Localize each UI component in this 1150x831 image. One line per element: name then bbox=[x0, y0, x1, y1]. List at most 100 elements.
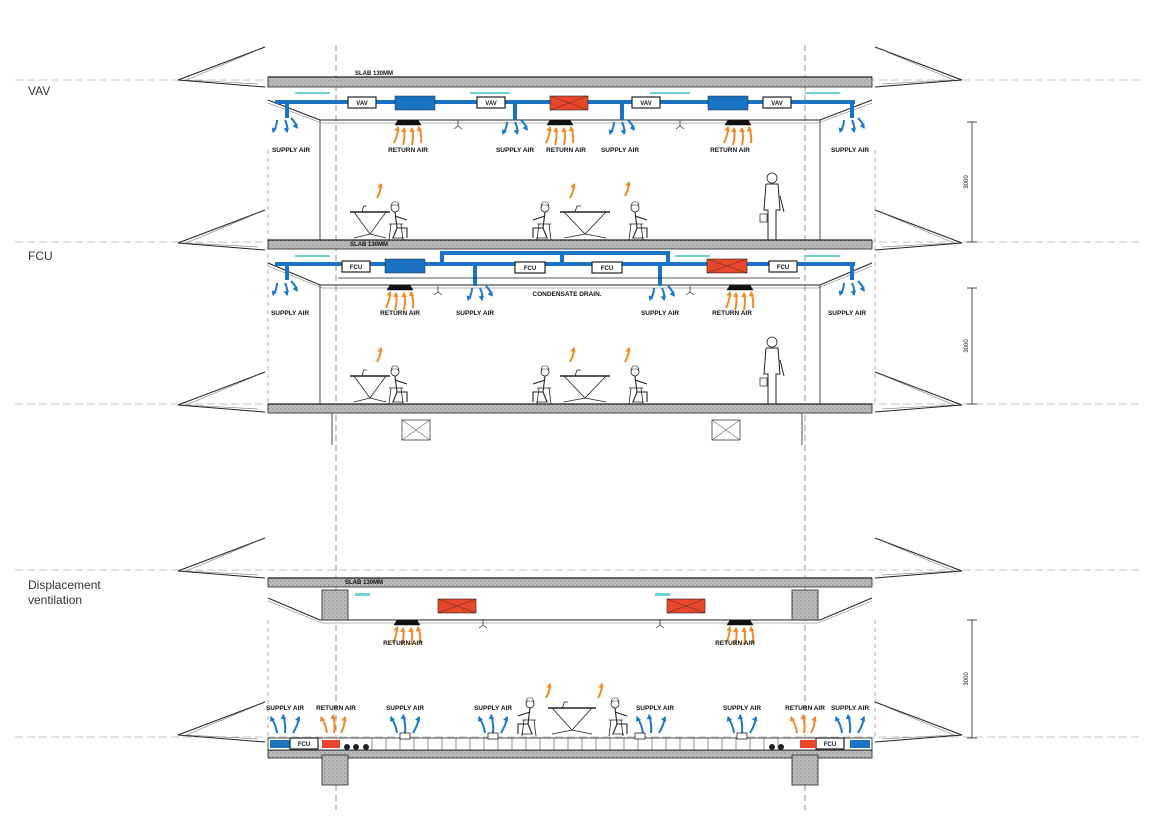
fin-outline bbox=[177, 46, 266, 88]
return-air-arrows bbox=[748, 290, 755, 309]
structural-column bbox=[791, 754, 819, 786]
desk-legs bbox=[353, 375, 387, 403]
duct-riser bbox=[560, 255, 564, 265]
supply-air-arrows bbox=[857, 716, 866, 734]
desk-legs bbox=[563, 211, 607, 239]
arrow-head bbox=[625, 180, 631, 187]
person-body bbox=[517, 707, 533, 735]
return-grille bbox=[386, 284, 414, 291]
heat-plume-arrow bbox=[376, 182, 383, 199]
floor-cable-conduit bbox=[353, 744, 359, 750]
beam-box bbox=[401, 419, 431, 441]
person-chair bbox=[536, 387, 552, 405]
supply-air-arrows bbox=[466, 287, 473, 301]
return-air-arrows bbox=[741, 626, 747, 646]
floor-supply-duct bbox=[270, 740, 290, 748]
heater-cross bbox=[549, 95, 589, 111]
unit-label: FCU bbox=[298, 742, 310, 748]
slab-label: SLAB 130MM bbox=[355, 71, 393, 77]
return-air-label: RETURN AIR bbox=[388, 147, 428, 154]
vav-box: VAV bbox=[631, 96, 661, 109]
sunshade-fin-left bbox=[177, 371, 266, 413]
supply-drop bbox=[285, 266, 289, 280]
fin-inner bbox=[881, 49, 955, 85]
structural-column bbox=[321, 754, 349, 786]
return-air-label: RETURN AIR bbox=[316, 705, 356, 712]
supply-air-label: SUPPLY AIR bbox=[828, 310, 866, 317]
supply-air-arrows bbox=[485, 285, 493, 297]
desk-legs bbox=[563, 375, 607, 403]
arrow-head bbox=[389, 716, 395, 722]
ahu-unit bbox=[394, 95, 436, 111]
return-air-arrows bbox=[725, 625, 732, 644]
fcu-box: FCU bbox=[341, 260, 371, 273]
arrow-head bbox=[401, 291, 407, 298]
person-chair bbox=[628, 223, 644, 241]
supply-drop bbox=[658, 266, 662, 286]
arrow-head bbox=[271, 290, 277, 296]
arrow-head bbox=[386, 290, 392, 297]
unit-box bbox=[341, 260, 371, 273]
arrow-head bbox=[341, 715, 347, 722]
chilled-water-line bbox=[295, 92, 330, 94]
arrow-head bbox=[393, 625, 399, 632]
return-grille bbox=[546, 119, 574, 126]
return-air-arrows bbox=[401, 126, 407, 146]
return-air-arrows bbox=[741, 291, 747, 311]
sunshade-fin-right bbox=[874, 701, 963, 743]
fin-outline bbox=[177, 701, 266, 743]
arrow-head bbox=[409, 126, 415, 133]
return-air-arrows bbox=[393, 291, 399, 311]
desk-legs bbox=[551, 707, 593, 735]
fin-inner bbox=[881, 374, 955, 410]
return-air-arrows bbox=[746, 125, 753, 144]
arrow-head bbox=[477, 716, 483, 722]
floor-return-duct bbox=[800, 740, 816, 748]
dimension-label: 3000 bbox=[964, 175, 970, 189]
dimension-label: 3000 bbox=[964, 672, 970, 686]
section-title-fcu: FCU bbox=[28, 249, 53, 263]
supply-air-arrows bbox=[857, 117, 865, 129]
supply-air-arrows bbox=[271, 119, 278, 133]
supply-air-arrows bbox=[500, 716, 509, 734]
arrow-head bbox=[669, 291, 675, 297]
supply-air-arrows bbox=[838, 282, 845, 296]
person-hat bbox=[390, 201, 400, 206]
supply-air-arrows bbox=[737, 713, 744, 734]
unit-box bbox=[476, 96, 506, 109]
fin-inner bbox=[881, 212, 955, 248]
ceiling-inner bbox=[267, 600, 873, 624]
person-body bbox=[612, 707, 628, 735]
arrow-head bbox=[834, 716, 840, 722]
dimension-label: 3000 bbox=[964, 339, 970, 353]
arrow-head bbox=[488, 713, 495, 720]
arrow-head bbox=[400, 713, 407, 720]
laptop bbox=[361, 205, 367, 213]
supply-air-label: SUPPLY AIR bbox=[641, 310, 679, 317]
arrow-head bbox=[859, 123, 865, 129]
return-air-arrows bbox=[392, 625, 399, 644]
sunshade-fin-left bbox=[177, 701, 266, 743]
return-air-arrows bbox=[733, 626, 739, 646]
arrow-head bbox=[746, 125, 753, 132]
supply-air-label: SUPPLY AIR bbox=[831, 147, 869, 154]
suspended-ceiling bbox=[267, 597, 873, 621]
arrow-head bbox=[394, 125, 400, 132]
fin-outline bbox=[874, 209, 963, 251]
arrow-head bbox=[377, 182, 383, 189]
desk bbox=[350, 369, 390, 403]
fin-inner bbox=[881, 540, 955, 576]
arrow-head bbox=[789, 716, 795, 722]
person-hat bbox=[390, 365, 400, 370]
vav-box: VAV bbox=[347, 96, 377, 109]
heat-plume-arrow bbox=[624, 180, 631, 197]
laptop bbox=[361, 369, 367, 377]
return-air-arrows bbox=[409, 126, 415, 146]
desk bbox=[560, 369, 610, 403]
sunshade-fin-left bbox=[177, 46, 266, 88]
return-grille bbox=[726, 619, 754, 626]
person-hat bbox=[525, 697, 535, 702]
chilled-water-line bbox=[675, 255, 710, 257]
arrow-head bbox=[845, 713, 852, 720]
floor-cable-conduit bbox=[363, 744, 369, 750]
